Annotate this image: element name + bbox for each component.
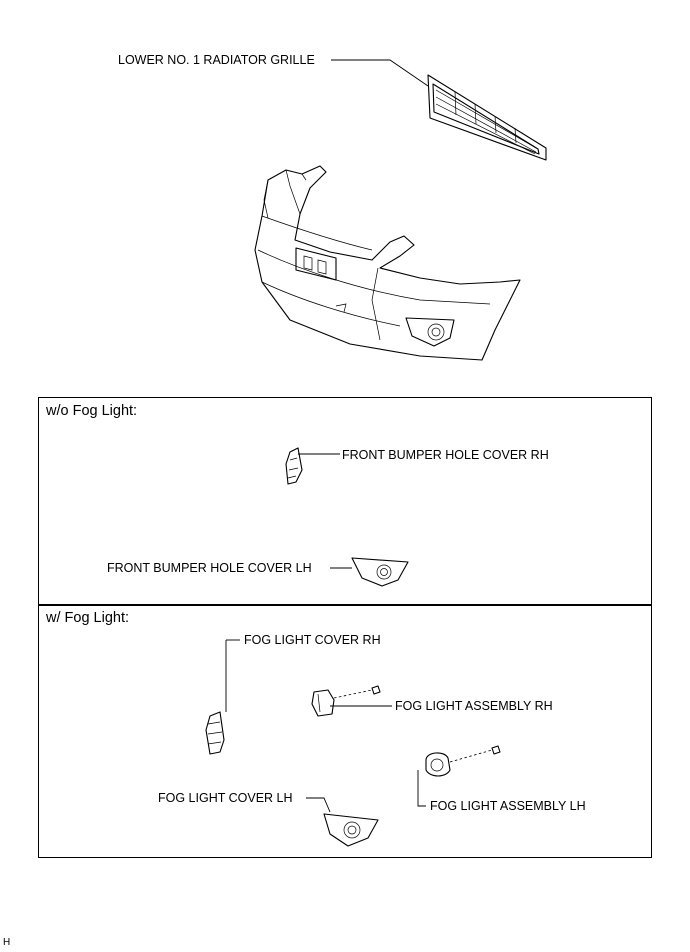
fog-light-cover-rh-drawing bbox=[205, 711, 225, 755]
leader-lower-grille bbox=[331, 59, 429, 87]
fog-light-assembly-rh-drawing bbox=[311, 685, 381, 717]
leader-fog-assembly-lh bbox=[417, 770, 426, 807]
lower-radiator-grille-drawing bbox=[427, 74, 547, 161]
figure-code: H bbox=[3, 937, 11, 948]
fog-light-assembly-lh-drawing bbox=[425, 745, 501, 777]
label-front-bumper-hole-cover-rh: FRONT BUMPER HOLE COVER RH bbox=[342, 448, 549, 462]
leader-fog-cover-lh bbox=[306, 797, 331, 813]
label-fog-light-cover-rh: FOG LIGHT COVER RH bbox=[244, 633, 381, 647]
section-without-fog-light: w/o Fog Light: bbox=[38, 397, 652, 606]
hole-cover-lh-drawing bbox=[351, 557, 409, 587]
section-title-with-fog: w/ Fog Light: bbox=[46, 610, 130, 626]
label-fog-light-cover-lh: FOG LIGHT COVER LH bbox=[158, 791, 293, 805]
label-lower-radiator-grille: LOWER NO. 1 RADIATOR GRILLE bbox=[118, 53, 315, 67]
front-bumper-drawing bbox=[254, 165, 521, 361]
label-fog-light-assembly-lh: FOG LIGHT ASSEMBLY LH bbox=[430, 799, 586, 813]
section-with-fog-light: w/ Fog Light: bbox=[38, 604, 652, 858]
section-title-without-fog: w/o Fog Light: bbox=[46, 403, 138, 419]
hole-cover-rh-drawing bbox=[285, 447, 303, 485]
label-front-bumper-hole-cover-lh: FRONT BUMPER HOLE COVER LH bbox=[107, 561, 312, 575]
label-fog-light-assembly-rh: FOG LIGHT ASSEMBLY RH bbox=[395, 699, 553, 713]
fog-light-cover-lh-drawing bbox=[323, 813, 379, 847]
